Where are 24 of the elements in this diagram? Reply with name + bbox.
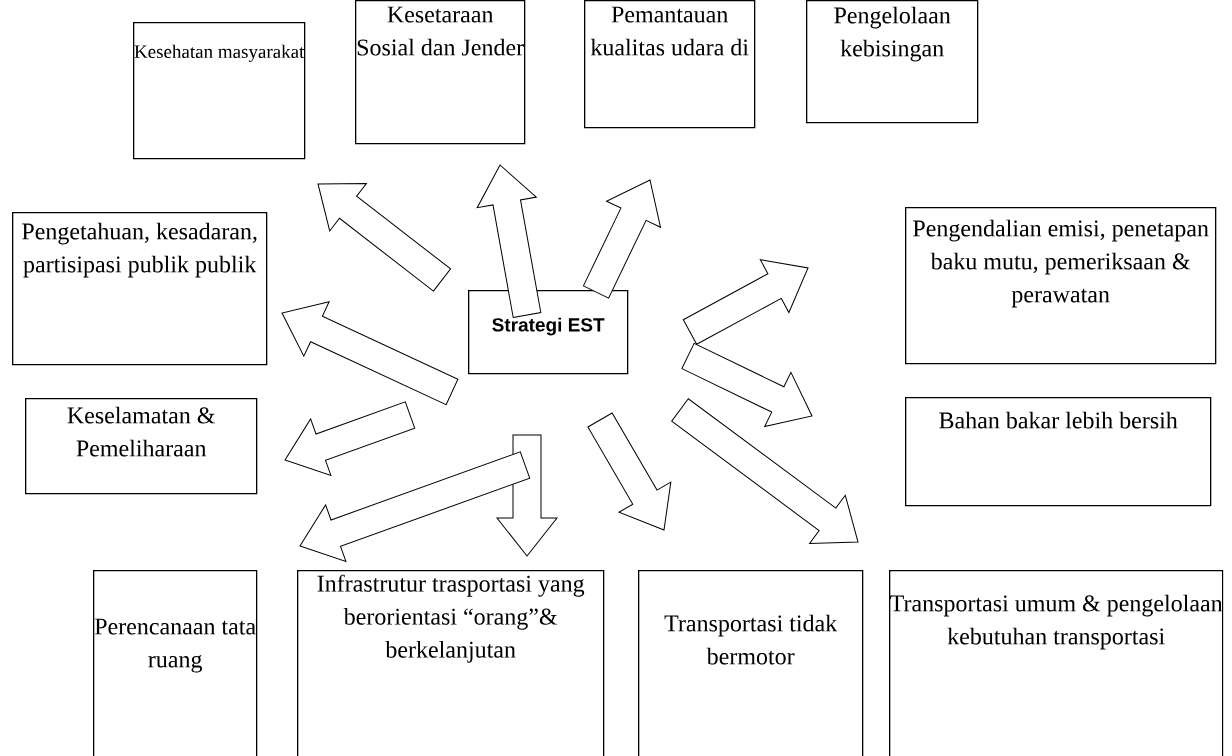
block-arrow — [682, 259, 809, 345]
text-box: Kesetaraan Sosial dan Jender — [355, 0, 526, 145]
block-arrow — [281, 301, 459, 406]
text-box: Bahan bakar lebih bersih — [905, 397, 1212, 507]
block-arrow — [671, 398, 859, 544]
text-box: Transportasi tidak bermotor — [638, 570, 864, 756]
text-box: Pemantauan kualitas udara di — [584, 0, 756, 129]
text-box: Pengelolaan kebisingan — [806, 0, 979, 124]
block-arrow — [317, 183, 452, 292]
text-box: Kesehatan masyarakat — [133, 22, 306, 160]
text-box: Pengetahuan, kesadaran, partisipasi publik publik — [12, 212, 268, 366]
text-box: Keselamatan & Pemeliharaan — [25, 398, 258, 495]
block-arrow — [582, 179, 661, 299]
block-arrow — [587, 412, 672, 531]
center-box: Strategi EST — [468, 290, 629, 375]
text-box: Transportasi umum & pengelolaan kebutuhan transportasi — [889, 570, 1224, 756]
text-box: Infrastrutur trasportasi yang berorientasi “orang”& berkelanjutan — [297, 570, 605, 756]
block-arrow — [496, 434, 558, 557]
text-box: Pengendalian emisi, penetapan baku mutu, pemeriksaan & perawatan — [905, 207, 1217, 365]
block-arrow — [299, 451, 531, 562]
block-arrow — [284, 401, 416, 476]
text-box: Perencanaan tata ruang — [93, 570, 258, 756]
block-arrow — [476, 164, 542, 318]
block-arrow — [681, 342, 813, 427]
